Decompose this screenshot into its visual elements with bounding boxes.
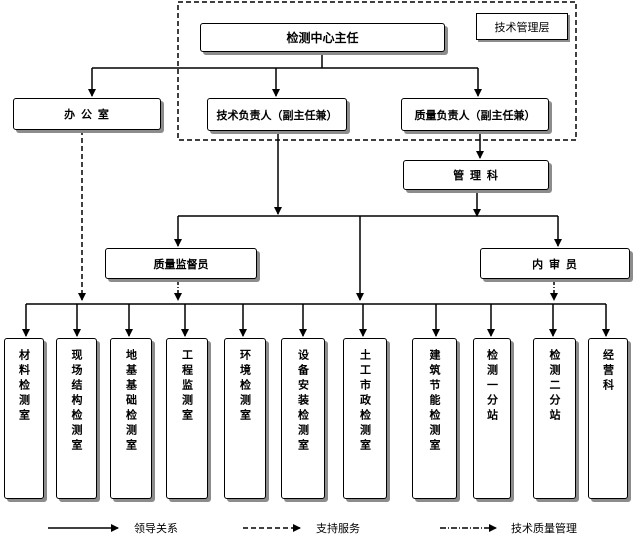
director-box: 检测中心主任 (200, 23, 445, 52)
dept-testing-branch-2: 检测二分站 (533, 338, 576, 499)
dept-onsite-structure-lab: 现场结构检测室 (56, 338, 97, 499)
dept-engineering-monitoring-lab: 工程监测室 (166, 338, 208, 499)
internal-auditor-box: 内 审 员 (480, 248, 630, 279)
dept-equipment-install-lab: 设备安装检测室 (281, 338, 325, 499)
legend-tech-quality-label: 技术质量管理 (511, 522, 577, 535)
dept-building-energy-lab: 建筑节能检测室 (412, 338, 457, 499)
legend-leadership-label: 领导关系 (134, 522, 178, 535)
legend-support-label: 支持服务 (316, 522, 360, 535)
dept-testing-branch-1: 检测一分站 (473, 338, 511, 499)
management-layer-label: 技术管理层 (476, 13, 568, 40)
dept-business: 经营科 (588, 338, 628, 499)
quality-supervisor-box: 质量监督员 (105, 248, 257, 279)
management-layer-frame (177, 1, 577, 141)
office-box: 办 公 室 (13, 98, 161, 130)
management-dept-box: 管 理 科 (403, 160, 549, 190)
quality-lead-box: 质量负责人（副主任兼） (401, 98, 549, 131)
dept-environment-lab: 环境检测室 (224, 338, 266, 499)
dept-foundation-lab: 地基基础检测室 (110, 338, 152, 499)
tech-lead-box: 技术负责人（副主任兼） (207, 98, 347, 131)
dept-geotech-municipal-lab: 土工市政检测室 (343, 338, 387, 499)
dept-materials-lab: 材料检测室 (4, 338, 44, 499)
